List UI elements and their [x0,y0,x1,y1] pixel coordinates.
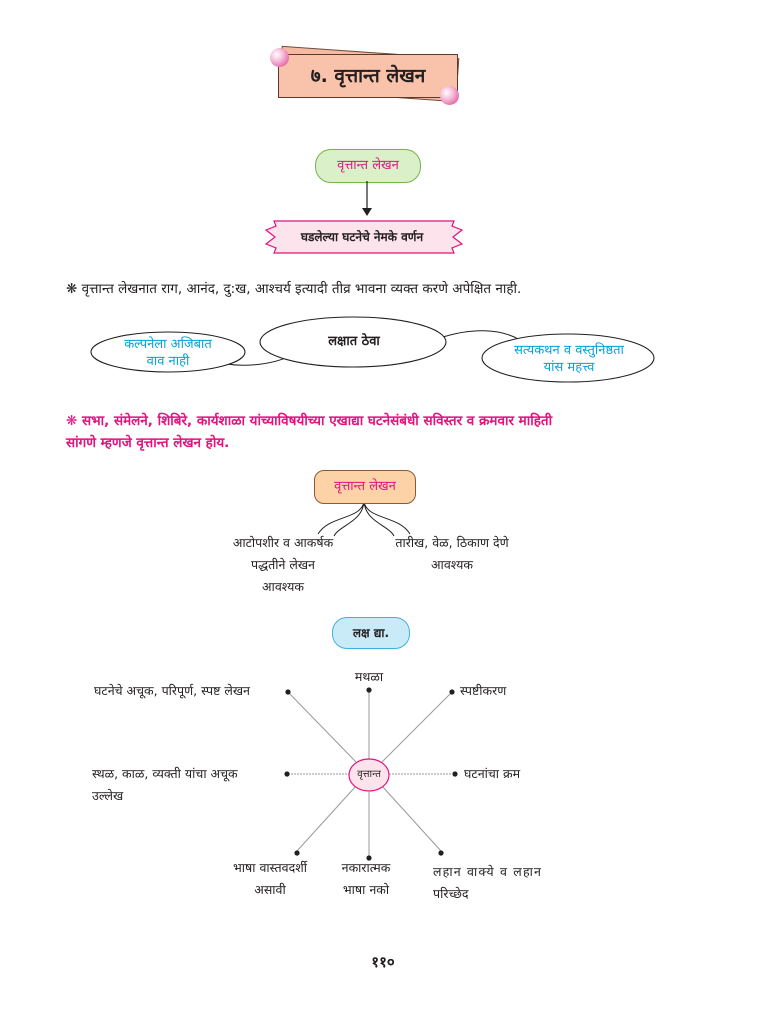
definition-paragraph: ❋ सभा, संमेलने, शिबिरे, कार्यशाळा यांच्य… [66,410,706,454]
star-endpoints [284,687,458,861]
branch-left-text: आटोपशीर व आकर्षक पद्धतीने लेखन आवश्यक [218,532,348,598]
star-top-right-label: स्पष्टीकरण [460,683,507,698]
branch-left-line2: पद्धतीने लेखन [251,557,315,572]
remember-left-line2: वाव नाही [146,354,190,369]
remember-center-ellipse [259,316,447,368]
remember-left-line1: कल्पनेला अजिबात [124,337,212,352]
star-spokes [287,691,453,856]
star-bottom-line2: भाषा नको [342,882,390,897]
attention-pill: लक्ष द्या. [332,617,410,649]
remember-left-text: कल्पनेला अजिबात वाव नाही [92,336,244,370]
star-bottom-left-label: भाषा वास्तवदर्शी असावी [218,857,322,901]
remember-center-text: लक्षात ठेवा [328,334,380,349]
branch-left-line1: आटोपशीर व आकर्षक [232,535,334,550]
branch-right-line2: आवश्यक [431,557,473,572]
star-top-label: मथळा [354,669,384,684]
arrow-down-icon [362,208,372,216]
star-bottom-left-line2: असावी [254,882,286,897]
flow-top-pill: वृत्तान्त लेखन [315,149,421,183]
star-center-ellipse [348,758,390,792]
remember-right-ellipse [481,333,655,383]
star-bottom-left-line1: भाषा वास्तवदर्शी [233,860,307,875]
star-right-label: घटनांचा क्रम [464,766,521,781]
flow-ribbon-label: घडलेल्या घटनेचे नेमके वर्णन [300,230,424,244]
page-title: ७. वृत्तान्त लेखन [278,54,458,98]
star-bottom-label: नकारात्मक भाषा नको [326,857,406,901]
definition-line1: ❋ सभा, संमेलने, शिबिरे, कार्यशाळा यांच्य… [66,413,553,429]
star-left-line2: उल्लेख [92,788,124,803]
star-bottom-right-label: लहान वाक्ये व लहान परिच्छेद [433,861,573,905]
star-top-left-label: घटनेचे अचूक, परिपूर्ण, स्पष्ट लेखन [94,683,250,698]
branch-pill: वृत्तान्त लेखन [314,470,416,504]
remember-left-ellipse [90,331,246,373]
star-left-line1: स्थळ, काळ, व्यक्ती यांचा अचूक [92,766,238,781]
ribbon-banner [264,220,464,254]
branch-right-line1: तारीख, वेळ, ठिकाण देणे [395,535,509,550]
pearl-decoration [270,48,289,67]
definition-line2: सांगणे म्हणजे वृत्तान्त लेखन होय. [66,435,230,451]
page-number: ११० [371,953,395,971]
remember-right-line1: सत्यकथन व वस्तुनिष्ठता [514,343,624,358]
star-left-label: स्थळ, काळ, व्यक्ती यांचा अचूक उल्लेख [92,763,292,807]
remember-right-line2: यांस महत्त्व [543,360,595,375]
remember-right-text: सत्यकथन व वस्तुनिष्ठता यांस महत्त्व [484,342,654,376]
branch-left-line3: आवश्यक [262,579,304,594]
star-center-label: वृत्तान्त [357,769,381,780]
star-bottom-right-line1: लहान वाक्ये व लहान [433,864,543,879]
chapter-title-card: ७. वृत्तान्त लेखन [270,45,466,110]
branch-right-text: तारीख, वेळ, ठिकाण देणे आवश्यक [378,532,526,576]
note-emotions: ❋ वृत्तान्त लेखनात राग, आनंद, दु:ख, आश्च… [66,281,522,297]
star-bottom-right-line2: परिच्छेद [433,886,469,901]
pearl-decoration [440,86,459,105]
star-bottom-line1: नकारात्मक [341,860,391,875]
